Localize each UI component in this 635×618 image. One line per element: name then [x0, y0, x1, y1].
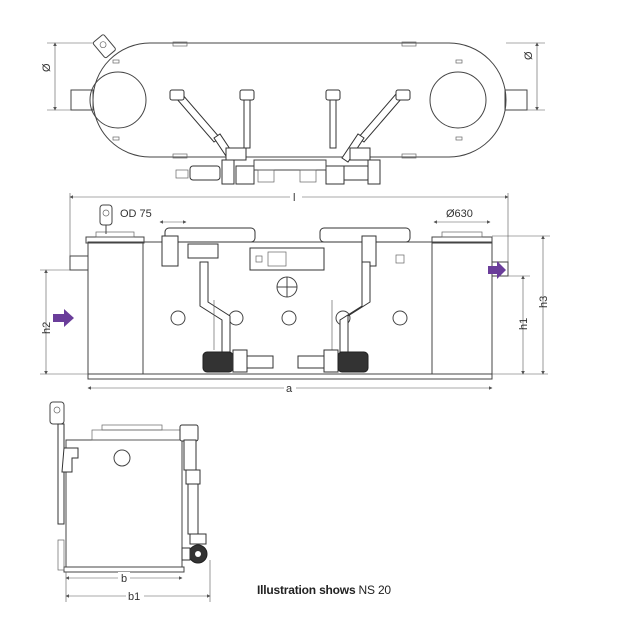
pump-left	[202, 349, 274, 373]
pipework-front-top	[161, 227, 411, 271]
chamber-left	[89, 71, 147, 129]
diameter-label-right: Ø	[523, 51, 535, 60]
inlet-stub-top	[70, 89, 94, 111]
diameter-label-left: Ø	[41, 63, 53, 72]
top-view: Ø Ø	[41, 34, 545, 185]
chamber-right	[429, 71, 487, 129]
width-base-label: b	[121, 573, 127, 585]
side-view: b b1	[49, 401, 211, 603]
pipework-top-right	[325, 89, 411, 185]
height-inlet-label: h2	[41, 322, 53, 334]
front-view: l OD 75 Ø630	[40, 190, 550, 395]
vent-fitting-side	[49, 401, 65, 425]
caption-bold: Illustration shows	[257, 583, 356, 597]
vent-fitting	[99, 204, 113, 226]
outlet-stub-top	[504, 89, 528, 111]
outlet-arrow-icon	[488, 261, 506, 279]
tank-outline-top	[92, 42, 507, 158]
width-label: a	[286, 383, 293, 395]
illustration-caption: Illustration shows NS 20	[257, 583, 391, 597]
pump-right	[297, 349, 369, 373]
manhole-diameter-label: Ø630	[446, 208, 473, 220]
outlet-diameter-label: OD 75	[120, 208, 152, 220]
inlet-stub-front	[69, 255, 89, 271]
height-total-label: h3	[538, 296, 550, 308]
length-label: l	[293, 192, 295, 204]
control-box	[249, 247, 325, 271]
width-total-label: b1	[128, 591, 140, 603]
inlet-arrow-icon	[53, 309, 74, 327]
riser-left	[199, 261, 231, 353]
pipework-top-left	[169, 89, 255, 185]
riser-right	[331, 261, 371, 353]
caption-model: NS 20	[355, 583, 392, 597]
tank-side-body	[65, 439, 183, 568]
height-outlet-label: h1	[518, 318, 530, 330]
